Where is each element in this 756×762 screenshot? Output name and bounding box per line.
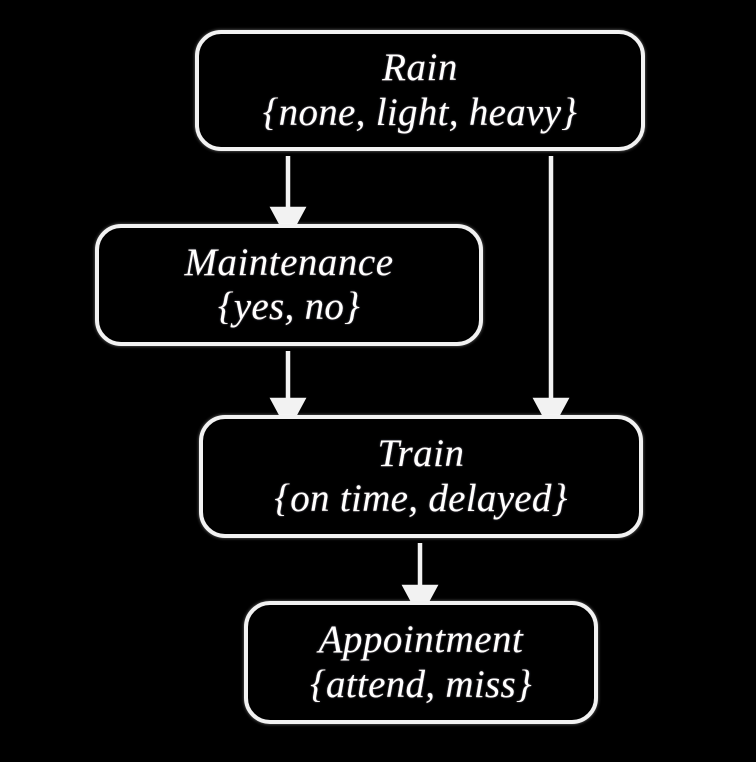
node-appointment-states: {attend, miss} bbox=[310, 662, 532, 706]
node-rain[interactable]: Rain {none, light, heavy} bbox=[195, 30, 645, 151]
node-maintenance-label: Maintenance bbox=[184, 240, 394, 284]
node-maintenance-states: {yes, no} bbox=[217, 285, 361, 328]
node-appointment-label: Appointment bbox=[318, 618, 524, 662]
node-appointment[interactable]: Appointment {attend, miss} bbox=[244, 601, 598, 724]
node-rain-states: {none, light, heavy} bbox=[262, 90, 578, 134]
node-train-states: {on time, delayed} bbox=[274, 476, 568, 520]
node-rain-label: Rain bbox=[382, 46, 458, 90]
node-train[interactable]: Train {on time, delayed} bbox=[199, 415, 643, 538]
node-train-label: Train bbox=[377, 432, 465, 476]
node-maintenance[interactable]: Maintenance {yes, no} bbox=[95, 224, 483, 346]
